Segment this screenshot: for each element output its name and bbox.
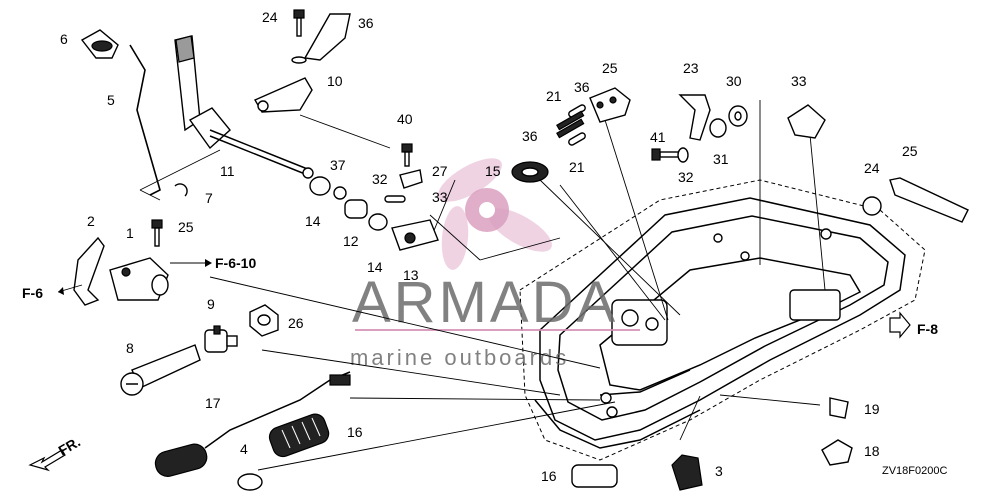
callout-33: 33 — [791, 73, 807, 89]
part-16-grommet — [511, 161, 549, 183]
ref-f-6-10[interactable]: F-6-10 — [215, 255, 256, 271]
callout-18: 17 — [205, 395, 221, 411]
part-29-clip — [399, 169, 423, 189]
callout-9: 9 — [207, 296, 215, 312]
callout-41: 41 — [650, 129, 666, 145]
part-32-washer — [677, 147, 689, 163]
callout-8: 8 — [126, 340, 134, 356]
arrow-right-icon — [205, 259, 212, 267]
callout-15: 16 — [541, 468, 557, 484]
part-12-collar — [344, 199, 368, 219]
callout-32: 32 — [678, 169, 694, 185]
arrow-right-outline-icon — [889, 311, 911, 339]
callouts: 6 5 7 11 24 36 10 40 37 32 27 33 14 12 1… — [60, 9, 918, 484]
callout-20: 19 — [864, 401, 880, 417]
callout-14a: 14 — [305, 213, 321, 229]
callout-23: 23 — [683, 60, 699, 76]
callout-30: 30 — [726, 73, 742, 89]
part-20-cap — [829, 397, 849, 419]
part-8-switch — [120, 344, 201, 396]
part-11-shift-lever — [174, 35, 314, 179]
front-arrow-icon — [28, 449, 66, 472]
callout-5: 5 — [107, 92, 115, 108]
bottom-cowling — [519, 179, 926, 461]
part-1-bracket — [109, 257, 169, 301]
part-2-link — [73, 236, 105, 306]
callout-22: 25 — [902, 143, 918, 159]
callout-10: 10 — [327, 73, 343, 89]
callout-12: 12 — [343, 233, 359, 249]
callout-14b: 14 — [367, 259, 383, 275]
callout-40: 40 — [397, 111, 413, 127]
part-4-cap — [237, 473, 263, 491]
callout-19: 18 — [864, 443, 880, 459]
leader-lines — [139, 100, 826, 471]
callout-4: 4 — [240, 441, 248, 457]
part-10-arm — [254, 77, 313, 113]
callout-6: 6 — [60, 31, 68, 47]
callout-37: 37 — [330, 157, 346, 173]
callout-28: 26 — [288, 315, 304, 331]
part-3-mount — [671, 454, 703, 491]
part-28-nut — [249, 304, 279, 337]
part-5-rod — [129, 44, 161, 196]
callout-21b: 21 — [569, 159, 585, 175]
watermark-tagline: marine outboards — [350, 345, 569, 370]
part-9-plug — [204, 325, 238, 353]
callout-36a: 36 — [574, 79, 590, 95]
callout-34: 32 — [372, 171, 388, 187]
part-38-bracket — [303, 13, 351, 61]
callout-29: 27 — [432, 163, 448, 179]
callout-31: 31 — [713, 151, 729, 167]
part-7-clip — [174, 183, 188, 197]
part-23-bracket — [678, 94, 711, 141]
part-13-shift-arm — [391, 219, 439, 251]
part-25-block — [589, 87, 631, 123]
callout-2: 2 — [87, 213, 95, 229]
callout-35: 33 — [432, 189, 448, 205]
part-31-washer — [709, 118, 727, 138]
part-37-washer — [333, 186, 347, 200]
callout-36b: 36 — [522, 128, 538, 144]
part-33-clip — [787, 104, 826, 139]
callout-25: 25 — [602, 60, 618, 76]
callout-11: 11 — [220, 163, 235, 179]
part-14-bushing — [309, 176, 388, 231]
callout-16: 15 — [485, 163, 501, 179]
part-36-pins — [556, 110, 585, 139]
ref-f-6[interactable]: F-6 — [22, 285, 43, 301]
callout-7: 7 — [205, 190, 213, 206]
callout-26: 24 — [262, 9, 278, 25]
part-27-bolt — [151, 219, 163, 247]
watermark: ARMADA marine outboards — [350, 158, 640, 370]
ref-f-8[interactable]: F-8 — [917, 321, 938, 337]
part-6-grommet — [80, 29, 119, 59]
part-26-bolt — [291, 9, 307, 64]
callout-13: 13 — [403, 267, 419, 283]
propeller-logo — [438, 158, 552, 270]
callout-1: 1 — [126, 225, 134, 241]
callout-24: 24 — [864, 160, 880, 176]
callout-27: 25 — [178, 219, 194, 235]
part-19-clip — [821, 439, 853, 466]
watermark-brand: ARMADA — [352, 270, 618, 335]
part-22-plate — [889, 177, 969, 223]
part-15-pad — [571, 464, 618, 488]
part-30-washer — [728, 105, 748, 127]
callout-38: 36 — [358, 15, 374, 31]
part-18-cord — [154, 371, 351, 477]
arrow-left-icon — [58, 287, 64, 295]
part-40-bolt — [401, 143, 413, 167]
callout-21a: 21 — [546, 88, 562, 104]
part-21-dowels — [568, 104, 586, 146]
part-34-pin — [384, 195, 406, 203]
diagram-code: ZV18F0200C — [882, 465, 947, 477]
part-24-collar — [862, 196, 882, 216]
part-17-boot — [268, 413, 330, 458]
part-41-bolt — [651, 148, 681, 161]
callout-17: 16 — [347, 424, 363, 440]
callout-3: 3 — [715, 463, 723, 479]
